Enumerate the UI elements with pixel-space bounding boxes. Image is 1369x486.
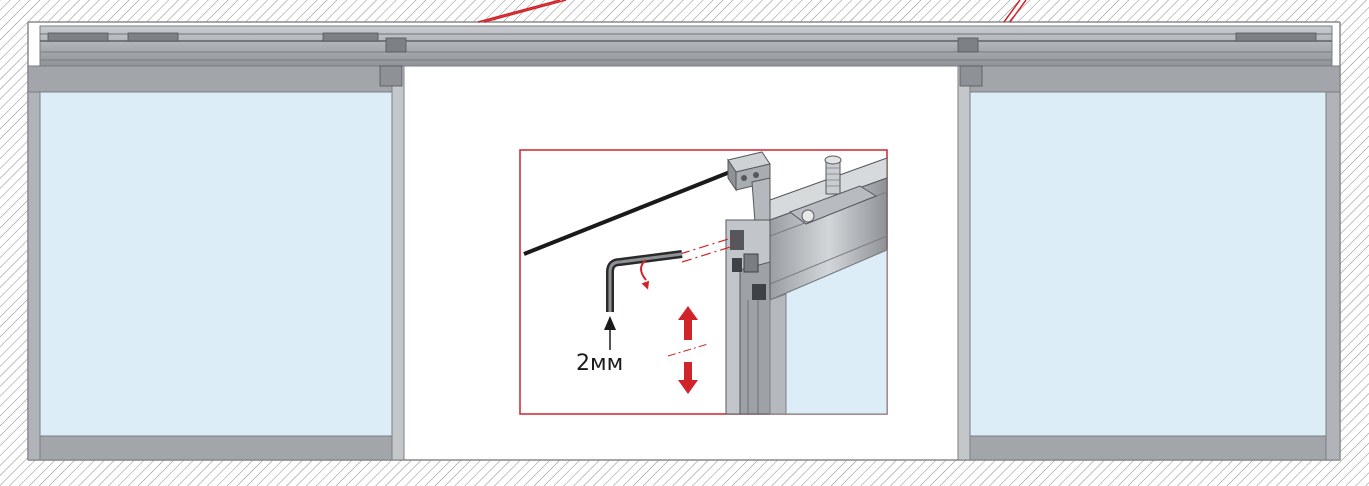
adjustment-bolt	[825, 159, 841, 195]
right-door-hanger	[959, 65, 983, 87]
left-door-panel	[27, 65, 405, 461]
tool-size-label: 2мм	[576, 351, 623, 376]
ceiling-hatch	[0, 0, 1369, 22]
rail-body	[39, 25, 1333, 67]
left-door-hanger	[379, 65, 403, 87]
left-door-glass	[39, 91, 393, 437]
steel-cable	[523, 168, 736, 256]
right-door-glass	[969, 91, 1327, 437]
right-wall-hatch	[1340, 22, 1369, 460]
rotation-arrow-icon	[640, 259, 650, 290]
floor-hatch	[0, 460, 1369, 486]
cable-clamp	[727, 151, 771, 237]
top-rail	[39, 0, 1333, 67]
up-down-arrow-icon	[667, 306, 709, 394]
pointer-arrow-icon	[604, 316, 616, 350]
hex-key-icon	[606, 250, 683, 312]
right-door-panel	[957, 65, 1341, 461]
detail-callout: 2мм	[519, 149, 888, 415]
rail-hardware	[47, 32, 1317, 53]
door-profile	[725, 155, 888, 415]
left-wall-hatch	[0, 22, 28, 460]
